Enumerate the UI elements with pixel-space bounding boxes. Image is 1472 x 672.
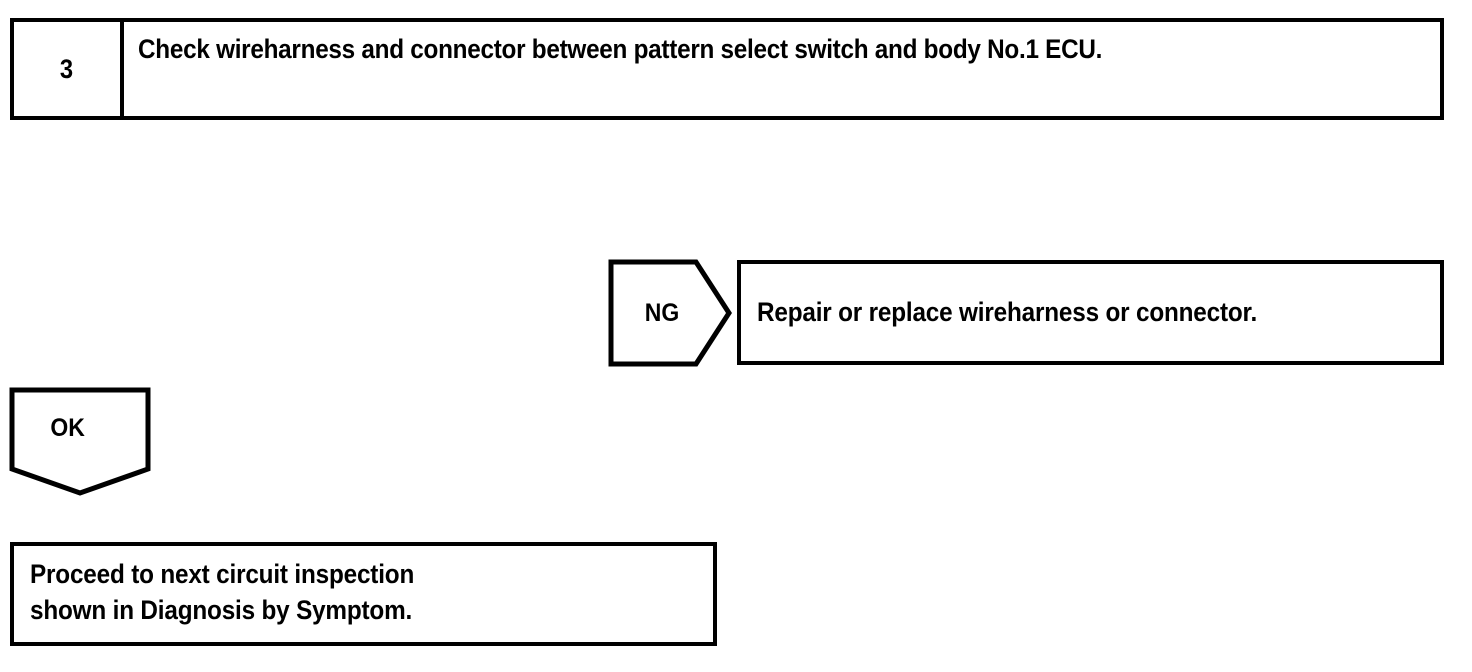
step-instruction-cell: Check wireharness and connector between … xyxy=(124,22,1440,116)
ok-branch-arrow-icon xyxy=(9,387,151,497)
ng-outcome-text: Repair or replace wireharness or connect… xyxy=(757,297,1258,328)
ng-outcome-box: Repair or replace wireharness or connect… xyxy=(737,260,1444,365)
step-header-row: 3 Check wireharness and connector betwee… xyxy=(10,18,1444,120)
ok-branch-label: OK xyxy=(50,413,85,442)
ng-branch-arrow-icon xyxy=(608,259,732,367)
ok-outcome-text: Proceed to next circuit inspection shown… xyxy=(30,559,415,625)
step-number-cell: 3 xyxy=(14,22,124,116)
step-number: 3 xyxy=(60,53,74,84)
ok-outcome-box: Proceed to next circuit inspection shown… xyxy=(10,542,717,646)
step-instruction-text: Check wireharness and connector between … xyxy=(138,34,1103,64)
ng-branch-label: NG xyxy=(644,298,680,327)
